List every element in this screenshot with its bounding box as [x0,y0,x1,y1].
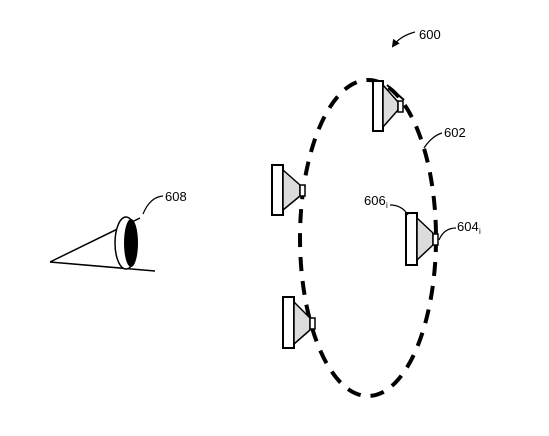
speaker-top [372,80,405,132]
listener-label-leader [142,195,164,215]
speaker-index-subscript: i [386,201,388,210]
figure-label: 600 [419,27,441,42]
speaker-right [405,212,439,266]
speaker-left-lower [282,296,316,349]
listener-eye [49,216,156,272]
speaker-main-leader [438,227,457,241]
ring-label: 602 [444,125,466,140]
speaker-index-leader [389,204,409,216]
listener-label: 608 [165,189,187,204]
ring-label-leader [423,132,443,149]
speaker-index-label: 606 [364,193,386,208]
speaker-main-subscript: i [479,227,481,236]
speaker-main-label: 604 [457,219,479,234]
speaker-left-upper [271,164,306,216]
figure-arrow [391,31,416,48]
